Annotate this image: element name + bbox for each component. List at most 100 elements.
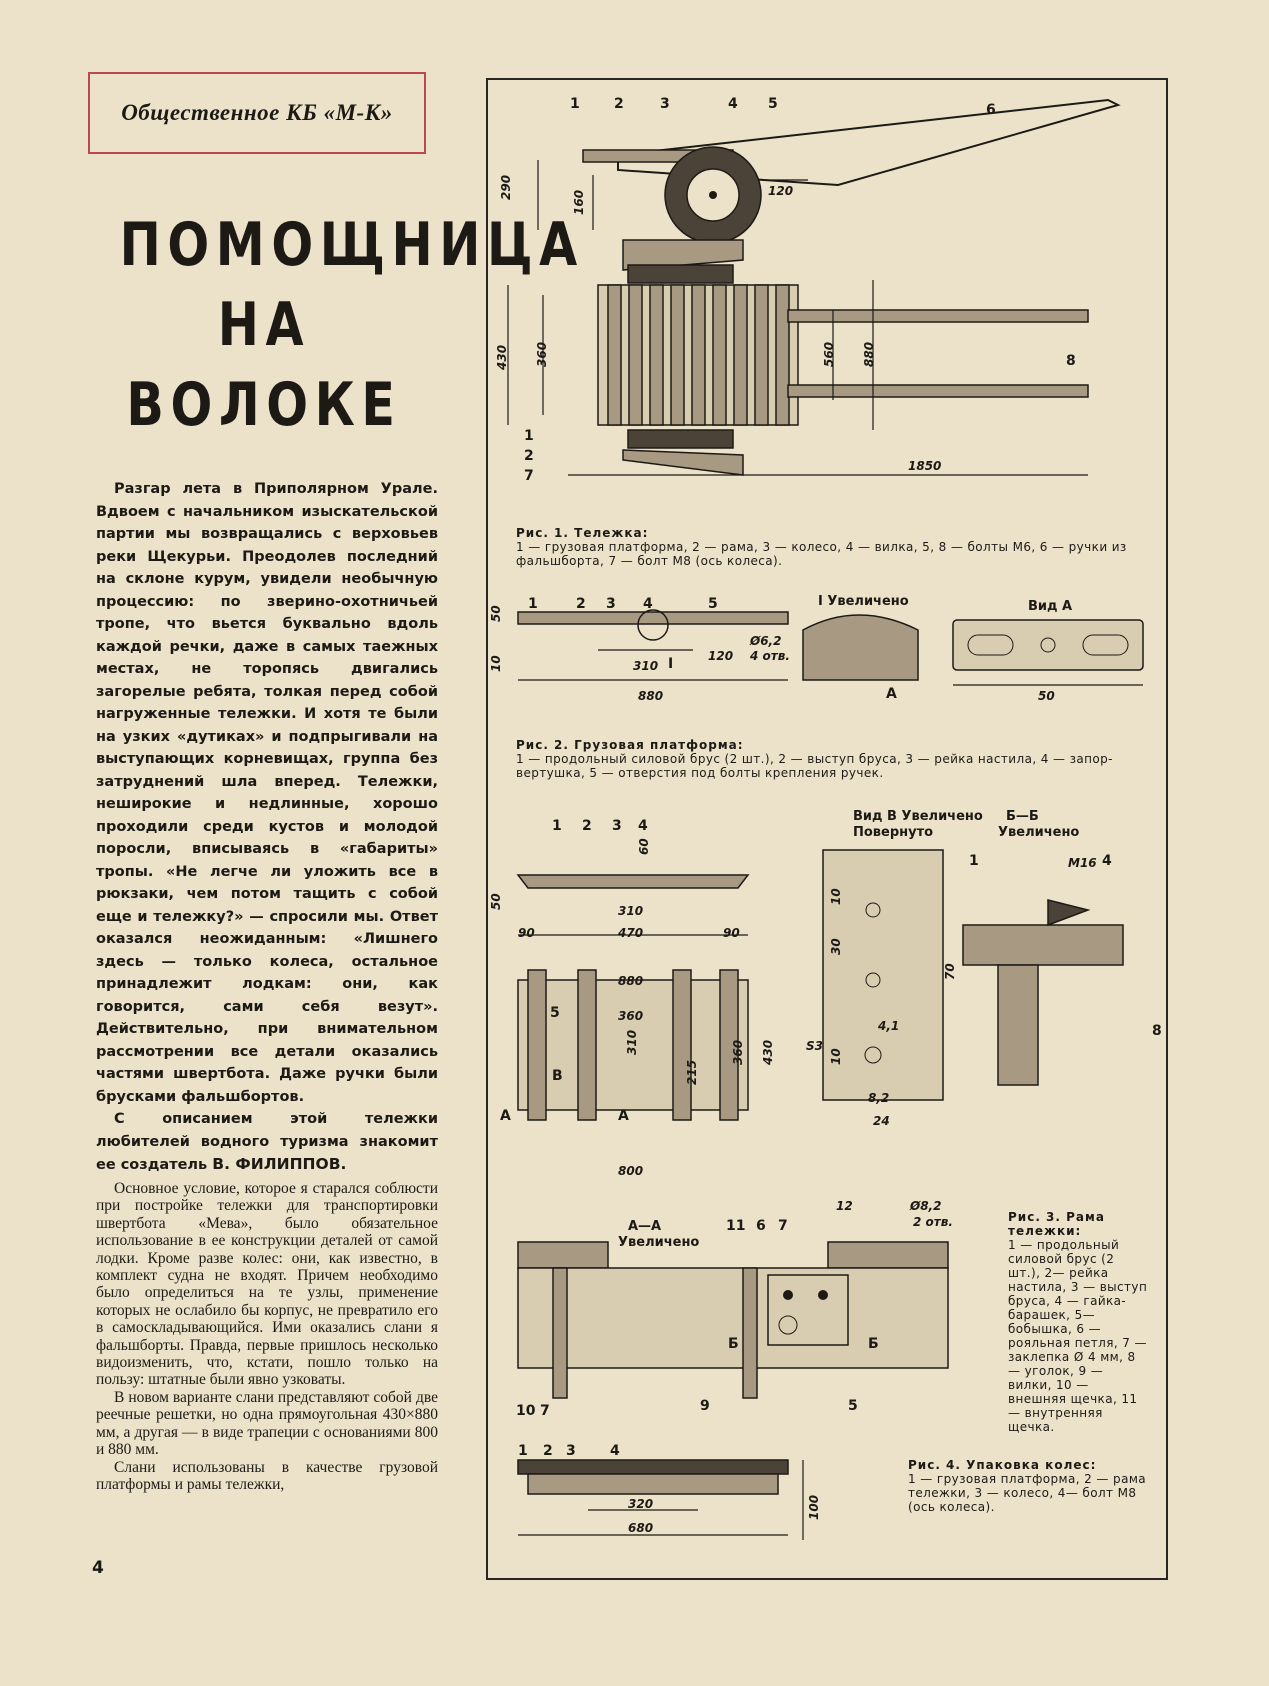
- fig4-dim-100: 100: [807, 1495, 821, 1520]
- drawings-frame: 1 2 3 4 5 6 290 160 120 430 360 560 880 …: [486, 78, 1168, 1580]
- fig3-dim-70: 70: [943, 963, 957, 980]
- fig3-dim-430: 430: [761, 1040, 775, 1066]
- fig2-label-5: 5: [708, 596, 718, 612]
- fig3-dim-880: 880: [618, 974, 643, 988]
- fig2-dim-310: 310: [633, 659, 658, 673]
- cart-slat: [754, 284, 769, 426]
- fig3-dim-24: 24: [873, 1114, 890, 1128]
- fig3-dim-470: 470: [617, 926, 643, 940]
- fig3-dim-310b: 310: [625, 1030, 639, 1055]
- section-aa: [517, 1241, 949, 1399]
- fig4-caption: Рис. 4. Упаковка колес: 1 — грузовая пла…: [908, 1458, 1152, 1514]
- section-dim-holes-count: 2 отв.: [913, 1215, 953, 1229]
- section-label-B2: Б: [868, 1336, 879, 1352]
- fig2-dim-holes-count: 4 отв.: [749, 649, 790, 663]
- fig3-label-5: 5: [550, 1005, 560, 1021]
- fig3-view-b-title: Вид В Увеличено: [853, 809, 983, 824]
- fig3-marker-A1: А: [500, 1108, 511, 1124]
- fig2-dim-10: 10: [489, 655, 503, 672]
- fig2-dim-50: 50: [489, 605, 503, 622]
- fig3-dim-50: 50: [489, 893, 503, 910]
- section-label-11: 11: [726, 1218, 745, 1234]
- fig3-dim-10b: 10: [829, 1048, 843, 1065]
- fig3-dim-M16: M16: [1068, 856, 1097, 870]
- fig2-caption: Рис. 2. Грузовая платформа: 1 — продольн…: [516, 738, 1152, 780]
- fig3-caption-text: 1 — продольный силовой брус (2 шт.), 2— …: [1008, 1238, 1148, 1434]
- article-title: ПОМОЩНИЦА НА ВОЛОКЕ: [119, 205, 584, 445]
- author-name: В. ФИЛИППОВ.: [212, 1155, 347, 1173]
- fig3-label-1: 1: [552, 818, 562, 834]
- section-label-10: 10: [516, 1403, 536, 1419]
- title-line-1: ПОМОЩНИЦА: [119, 210, 584, 280]
- fig2-dim-120: 120: [708, 649, 733, 663]
- fig2-dim-50b: 50: [1038, 689, 1055, 703]
- section-dim-hole: Ø8,2: [909, 1199, 941, 1213]
- fig1-label-1: 1: [570, 96, 580, 112]
- fig3-dim-8-2: 8,2: [868, 1091, 889, 1105]
- technical-drawings: 1 2 3 4 5 6 290 160 120 430 360 560 880 …: [489, 96, 1162, 1540]
- fig3-section-bb-sub: Увеличено: [998, 825, 1079, 840]
- fig4-dim-680: 680: [628, 1521, 653, 1535]
- fig3-label-1b: 1: [969, 853, 979, 869]
- fig2-label-4: 4: [643, 596, 653, 612]
- fig3-dim-S3: S3: [806, 1039, 823, 1053]
- fig3-dim-310: 310: [618, 904, 643, 918]
- body-paragraph-3: Слани использованы в качестве грузовой п…: [96, 1458, 438, 1493]
- cart-slat: [649, 284, 664, 426]
- fig2-caption-title: Рис. 2. Грузовая платформа:: [516, 738, 744, 752]
- fig3-label-3: 3: [612, 818, 622, 834]
- fig4-label-1: 1: [518, 1443, 528, 1459]
- fig2-label-2: 2: [576, 596, 586, 612]
- fig1-caption-title: Рис. 1. Тележка:: [516, 526, 649, 540]
- section-aa-title: А—А: [628, 1219, 661, 1234]
- section-label-6: 6: [756, 1218, 766, 1234]
- section-aa-sub: Увеличено: [618, 1235, 699, 1250]
- lead-intro: С описанием этой тележки любителей водно…: [96, 1111, 438, 1173]
- fig3-dim-800: 800: [618, 1164, 643, 1178]
- fig3-frame: [516, 849, 1124, 1121]
- fig4-caption-title: Рис. 4. Упаковка колес:: [908, 1458, 1097, 1472]
- lead-paragraphs: Разгар лета в Приполярном Урале. Вдвоем …: [96, 478, 438, 1177]
- fig4-caption-text: 1 — грузовая платформа, 2 — рама тележки…: [908, 1472, 1147, 1514]
- fig1-label-2b: 2: [524, 448, 534, 464]
- section-label-B1: Б: [728, 1336, 739, 1352]
- fig2-arrow-A: А: [886, 686, 897, 702]
- fig1-dim-290: 290: [499, 175, 513, 200]
- fig3-caption: Рис. 3. Рама тележки: 1 — продольный сил…: [1008, 1210, 1148, 1434]
- body-paragraph-2: В новом варианте слани представляют собо…: [96, 1388, 438, 1459]
- fig1-dim-120: 120: [768, 184, 793, 198]
- fig3-marker-B: В: [552, 1068, 563, 1084]
- title-line-3: ВОЛОКЕ: [126, 370, 402, 440]
- fig3-label-2: 2: [582, 818, 592, 834]
- cart-slat: [712, 284, 727, 426]
- page-number: 4: [92, 1558, 104, 1578]
- fig1-top-view: [507, 239, 1089, 476]
- fig1-dim-430: 430: [495, 345, 509, 371]
- fig1-label-8: 8: [1066, 353, 1076, 369]
- section-rubric: Общественное КБ «М-К»: [121, 100, 393, 125]
- fig1-caption-text: 1 — грузовая платформа, 2 — рама, 3 — ко…: [516, 540, 1127, 568]
- fig3-marker-A2: А: [618, 1108, 629, 1124]
- fig1-dim-560: 560: [822, 342, 836, 367]
- title-line-2: НА: [217, 290, 311, 360]
- fig2-caption-text: 1 — продольный силовой брус (2 шт.), 2 —…: [516, 752, 1113, 780]
- fig1-side-view: [537, 98, 1121, 244]
- fig3-dim-90b: 90: [723, 926, 740, 940]
- fig1-dim-1850: 1850: [908, 459, 941, 473]
- cart-slat: [733, 284, 748, 426]
- fig2-label-I: I: [668, 656, 673, 672]
- fig3-dim-10a: 10: [829, 888, 843, 905]
- fig1-label-6: 6: [986, 102, 996, 118]
- fig4-dim-320: 320: [628, 1497, 653, 1511]
- fig1-label-3: 3: [660, 96, 670, 112]
- fig2-dim-880: 880: [638, 689, 663, 703]
- fig2-dim-hole: Ø6,2: [749, 634, 781, 648]
- fig3-dim-215: 215: [685, 1060, 699, 1085]
- fig2-detail-title: I Увеличено: [818, 594, 909, 609]
- fig3-dim-360b: 360: [731, 1040, 745, 1065]
- cart-slat: [628, 284, 643, 426]
- section-label-7: 7: [778, 1218, 788, 1234]
- fig2-label-1: 1: [528, 596, 538, 612]
- fig1-dim-880: 880: [862, 342, 876, 367]
- fig3-dim-4-1: 4,1: [877, 1019, 899, 1033]
